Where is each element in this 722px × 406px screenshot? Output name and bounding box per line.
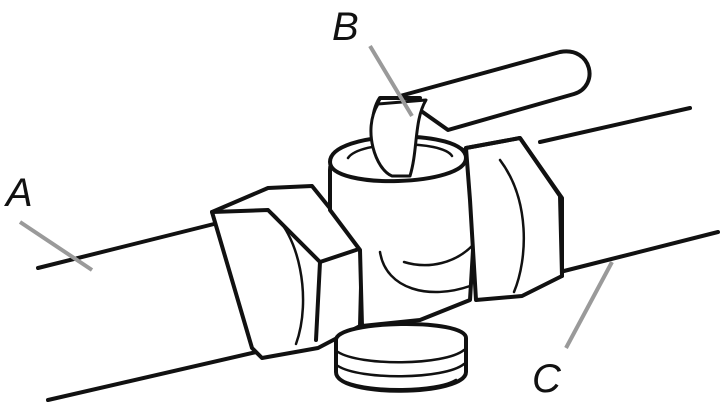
pipe-right xyxy=(538,106,720,274)
leader-line-a xyxy=(18,220,94,272)
leader-line-b xyxy=(368,44,414,118)
valve-top-ring xyxy=(328,98,468,183)
label-b: B xyxy=(332,5,359,49)
right-hex-nut xyxy=(464,136,564,302)
label-c: C xyxy=(532,357,562,401)
leader-line-c xyxy=(564,261,614,349)
threaded-outlet xyxy=(334,322,468,393)
label-a: A xyxy=(4,171,33,215)
